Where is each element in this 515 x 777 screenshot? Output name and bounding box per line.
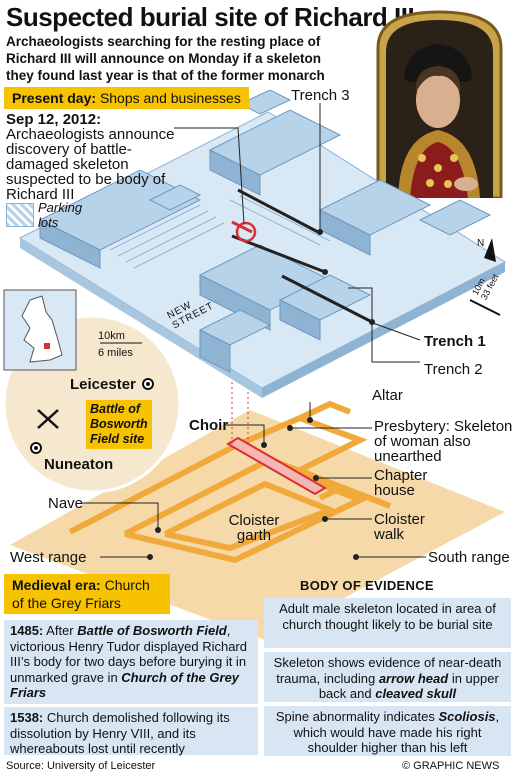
present-day-tag: Present day: Shops and businesses xyxy=(4,87,249,109)
label-cloister-walk: Cloister walk xyxy=(374,511,425,543)
page-title: Suspected burial site of Richard III xyxy=(6,2,415,32)
evidence-1: Adult male skeleton located in area of c… xyxy=(264,598,511,648)
label-cloister-garth: Cloister garth xyxy=(228,512,280,544)
crossed-swords-icon xyxy=(37,409,59,429)
trench-church xyxy=(226,436,327,496)
parking-legend-swatch xyxy=(6,203,34,227)
evidence-3: Spine abnormality indicates Scoliosis, w… xyxy=(264,706,511,756)
label-presbytery: Presbytery: Skeleton of woman also unear… xyxy=(374,418,513,465)
publisher-credit: © GRAPHIC NEWS xyxy=(402,760,500,772)
discovery-marker xyxy=(235,221,257,243)
label-west-range: West range xyxy=(10,549,87,566)
uk-outline xyxy=(21,295,63,363)
richard-iii-portrait xyxy=(376,10,503,198)
intro-text: Archaeologists searching for the resting… xyxy=(6,34,325,83)
evidence-2: Skeleton shows evidence of near-death tr… xyxy=(264,652,511,702)
compass-icon xyxy=(484,238,496,262)
history-1485: 1485: After Battle of Bosworth Field, vi… xyxy=(4,620,258,704)
label-altar: Altar xyxy=(372,387,403,404)
buildings xyxy=(38,89,492,373)
map-leicester: Leicester xyxy=(70,376,136,393)
map-scale-mi: 6 miles xyxy=(98,347,133,359)
label-south-range: South range xyxy=(428,549,510,566)
trench-3-label: Trench 3 xyxy=(291,87,350,104)
trench-2-label: Trench 2 xyxy=(424,361,483,378)
evidence-heading: BODY OF EVIDENCE xyxy=(300,578,434,593)
compass-label: N xyxy=(477,238,485,249)
label-chapter-house: Chapter house xyxy=(374,467,428,499)
history-1538: 1538: Church demolished following its di… xyxy=(4,707,258,756)
parking-label: Parking lots xyxy=(38,200,83,230)
map-nuneaton: Nuneaton xyxy=(44,456,114,473)
source-credit: Source: University of Leicester xyxy=(6,760,156,772)
trench-1-label: Trench 1 xyxy=(424,333,486,350)
medieval-era-tag: Medieval era: Church of the Grey Friars xyxy=(4,574,170,614)
label-choir: Choir xyxy=(189,417,229,434)
label-nave: Nave xyxy=(48,495,84,512)
parking-lots xyxy=(109,195,331,269)
map-scale-km: 10km xyxy=(98,330,125,342)
discovery-note: Sep 12, 2012: Archaeologists announce di… xyxy=(6,111,175,203)
